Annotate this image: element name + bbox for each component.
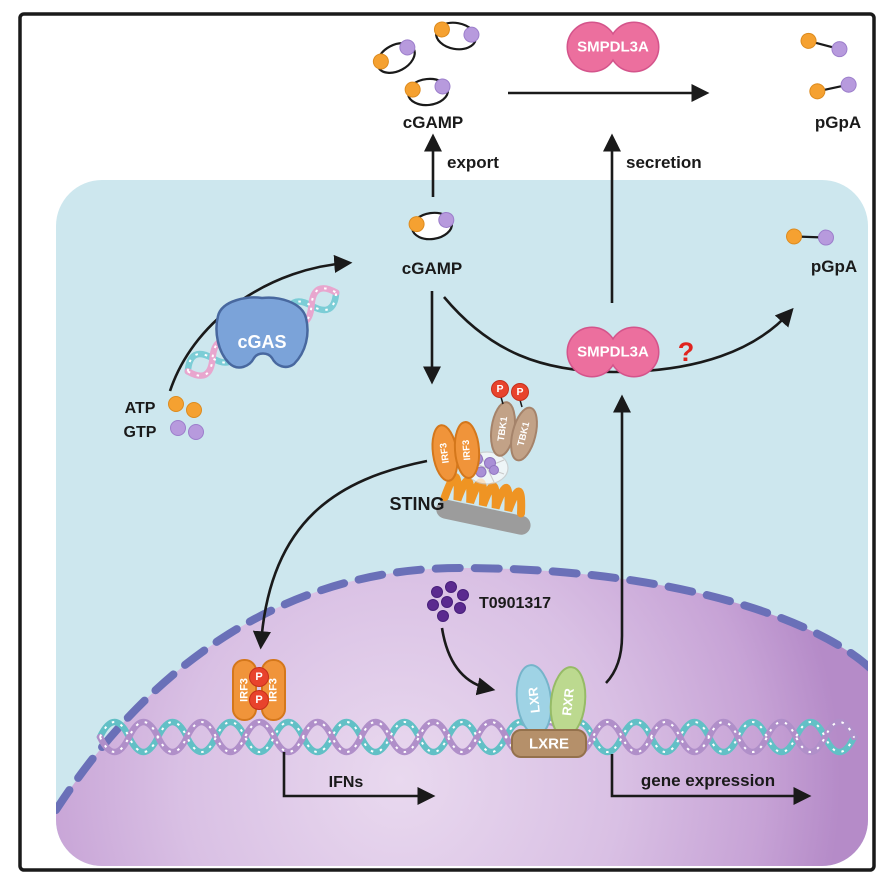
- agonist-dot: [454, 602, 466, 614]
- agonist-dot: [441, 596, 453, 608]
- cgamp-intracellular-label: cGAMP: [402, 259, 462, 278]
- gene-expression-label: gene expression: [641, 771, 775, 790]
- irf3-protein: [453, 421, 481, 479]
- irf3-sting-label: IRF3: [461, 439, 473, 460]
- bound-cgamp-dot: [489, 465, 499, 475]
- phospho-label: P: [255, 694, 262, 706]
- lxr-label: LXR: [525, 686, 543, 714]
- arrow-ifns: [282, 752, 436, 806]
- membrane-base: [436, 499, 531, 535]
- arrow-lxr-to-smpdl3a: [605, 394, 632, 684]
- phospho-label: P: [255, 671, 262, 683]
- gtp-dot: [188, 424, 204, 440]
- agonist-dot: [457, 589, 469, 601]
- export-label: export: [447, 153, 499, 172]
- smpdl3a-extracellular-label: SMPDL3A: [577, 39, 649, 56]
- phospho-circle: [249, 690, 269, 710]
- atp-label: ATP: [125, 400, 156, 417]
- agonist-dot: [427, 599, 439, 611]
- secretion-label: secretion: [626, 153, 702, 172]
- phospho-circle: [491, 380, 509, 398]
- er-membrane: [436, 473, 531, 535]
- arrow-sting-to-irf3: [252, 459, 428, 650]
- sting-label: STING: [389, 494, 444, 514]
- cgas-group: cGAS: [183, 283, 342, 381]
- lxre-label: LXRE: [529, 736, 569, 753]
- sting-complex: IRF3 IRF3 TBK1 TBK1 P P STING: [389, 380, 538, 535]
- tbk1-label: TBK1: [496, 415, 510, 442]
- question-mark: ?: [678, 337, 695, 367]
- agonist-dot: [437, 610, 449, 622]
- arrow-cgamp-to-pgpa-intracellular: [443, 296, 794, 374]
- t0901317-label: T0901317: [479, 595, 551, 612]
- cgas-enzyme: [215, 296, 309, 369]
- atp-dot: [168, 396, 184, 412]
- cgamp-intracellular-group: cGAMP: [402, 208, 462, 278]
- phospho-label: P: [516, 386, 523, 398]
- agonist-dot: [431, 586, 443, 598]
- rxr-label: RXR: [559, 687, 577, 716]
- t0901317-group: T0901317: [427, 581, 551, 622]
- smpdl3a-intracellular-label: SMPDL3A: [577, 344, 649, 361]
- arrow-t0901317-to-lxr: [440, 627, 496, 696]
- pgpa-intracellular-group: pGpA: [785, 227, 857, 276]
- irf3-dimer-nucleus: IRF3 IRF3 P P: [232, 659, 286, 721]
- pgpa-extracellular-group: pGpA: [798, 30, 861, 132]
- phospho-label: P: [496, 383, 503, 395]
- phospho-stem: [500, 396, 504, 405]
- phospho-stem: [519, 399, 523, 408]
- pgpa-extracellular-label: pGpA: [815, 113, 861, 132]
- atp-dot: [186, 402, 202, 418]
- ifns-label: IFNs: [329, 774, 364, 791]
- atp-gtp-group: ATP GTP: [124, 396, 204, 441]
- tbk1-protein: [510, 406, 538, 462]
- irf3-nucleus-label: IRF3: [268, 678, 280, 702]
- phospho-circle: [511, 383, 529, 401]
- smpdl3a-intracellular: SMPDL3A ?: [566, 326, 695, 378]
- arrow-gene-expression: [610, 754, 812, 806]
- pgpa-intracellular-label: pGpA: [811, 257, 857, 276]
- gtp-label: GTP: [124, 424, 157, 441]
- irf3-sting-label: IRF3: [438, 442, 452, 464]
- smpdl3a-extracellular: SMPDL3A: [566, 21, 660, 73]
- cgas-label: cGAS: [237, 332, 286, 352]
- lxre-element: [511, 729, 587, 758]
- lxr-rxr-group: LXR RXR LXRE: [511, 664, 587, 758]
- agonist-dot: [445, 581, 457, 593]
- nuclear-envelope-dashes: [56, 563, 868, 814]
- gtp-dot: [170, 420, 186, 436]
- phospho-circle: [249, 667, 269, 687]
- cgamp-extracellular-group: cGAMP: [368, 18, 482, 132]
- irf3-nucleus-label: IRF3: [239, 678, 251, 702]
- sting-transmembrane-helices: [440, 473, 526, 518]
- cgamp-extracellular-label: cGAMP: [403, 113, 463, 132]
